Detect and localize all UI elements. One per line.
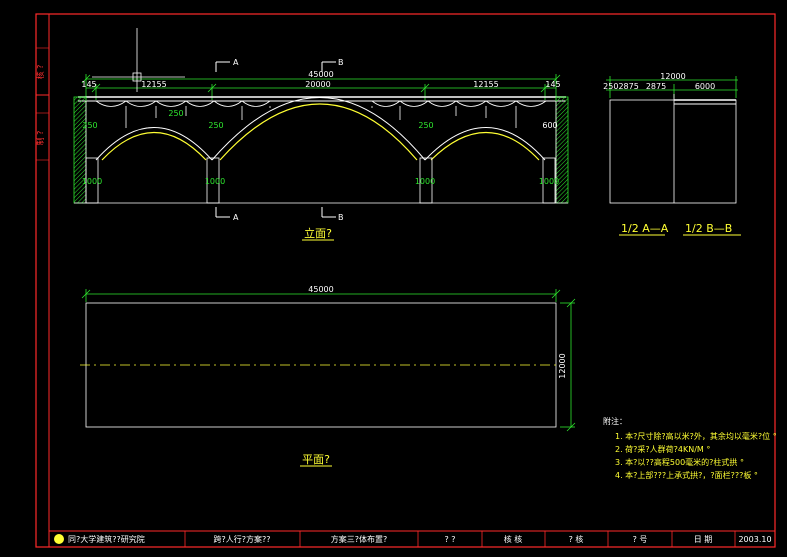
section-dim-a: 2502875 [603,82,639,91]
section-label-a: 1/2 A—A [621,222,669,235]
pier-label-2: 1000 [205,177,225,186]
notes-heading: 附注： [603,416,627,426]
note-1: 1. 本?尺寸除?高以米?外，其余均以毫米?位 ° [615,431,777,441]
notes-block: 附注： 1. 本?尺寸除?高以米?外，其余均以毫米?位 ° 2. 荷?采?人群荷… [603,416,777,480]
strip-label-bottom: 制 ? [35,131,45,146]
cut-label-a-bottom: A [233,213,239,222]
crosshair-cursor [92,28,185,92]
arch-label-2: 250 [168,109,183,118]
section-label-b: 1/2 B—B [685,222,732,235]
arch-label-4: 250 [418,121,433,130]
section-cut-marks-top [215,61,336,72]
abutment-left [73,96,87,204]
cross-section-view: 12000 2502875 2875 6000 1/2 A—A 1/2 B—B [603,72,741,236]
title-org: 同?大学建筑??研究院 [68,534,145,544]
plan-title: 平面? [302,453,330,466]
plan-view: 45000 12000 平面? [80,285,576,467]
cut-label-b-top: B [338,58,344,67]
title-block: 同?大学建筑??研究院 跨?人行?方案?? 方案三?体布置? ? ? 核 核 ?… [49,530,775,547]
arch-label-1: 250 [82,121,97,130]
title-drawing: 方案三?体布置? [331,534,388,544]
main-arches [95,97,546,161]
spandrel-columns [125,106,517,128]
elevation-view: 45000 12155 20000 12155 145 145 A B [73,28,569,241]
title-cell-6: ? 核 [569,534,584,544]
note-2: 2. 荷?采?人群荷?4KN/M ° [615,444,710,454]
dim-total-length: 45000 [308,70,333,79]
dim-end-right: 145 [545,80,560,89]
piers [85,157,556,204]
section-dim-total: 12000 [660,72,685,81]
title-date: 2003.10 [738,535,771,544]
pier-label-1: 1000 [82,177,102,186]
note-4: 4. 本?上部???上承式拱?，?面栏???板 ° [615,470,758,480]
pier-label-3: 1000 [415,177,435,186]
dim-end-left: 145 [81,80,96,89]
bridge-deck [78,96,566,102]
cut-label-b-bottom: B [338,213,344,222]
strip-label-top: 核 ? [35,65,45,80]
plan-width-dim: 12000 [558,353,567,378]
spandrel-arches [95,100,547,107]
dim-middle-span: 20000 [305,80,330,89]
title-project: 跨?人行?方案?? [214,534,271,544]
elevation-title: 立面? [304,226,332,240]
drawing-frame [35,13,776,548]
abutment-right [555,96,569,204]
institute-logo-icon [54,534,64,544]
note-3: 3. 本?以??高程500毫米的?柱式拱 ° [615,457,744,467]
pier-label-4: 1000 [539,177,559,186]
title-cell-8: 日 期 [694,535,713,544]
title-cell-5: 核 核 [504,534,523,544]
side-label: 600 [542,121,557,130]
arch-label-3: 250 [208,121,223,130]
cut-label-a-top: A [233,58,239,67]
section-cut-marks-bottom [215,207,336,218]
title-cell-4: ? ? [444,535,455,544]
plan-length-dim: 45000 [308,285,333,294]
dim-right-span: 12155 [473,80,498,89]
title-cell-7: ? 号 [633,535,648,544]
section-dim-c: 6000 [695,82,715,91]
section-dim-b: 2875 [646,82,666,91]
dim-left-span: 12155 [141,80,166,89]
elevation-dimension-lines [81,74,561,100]
